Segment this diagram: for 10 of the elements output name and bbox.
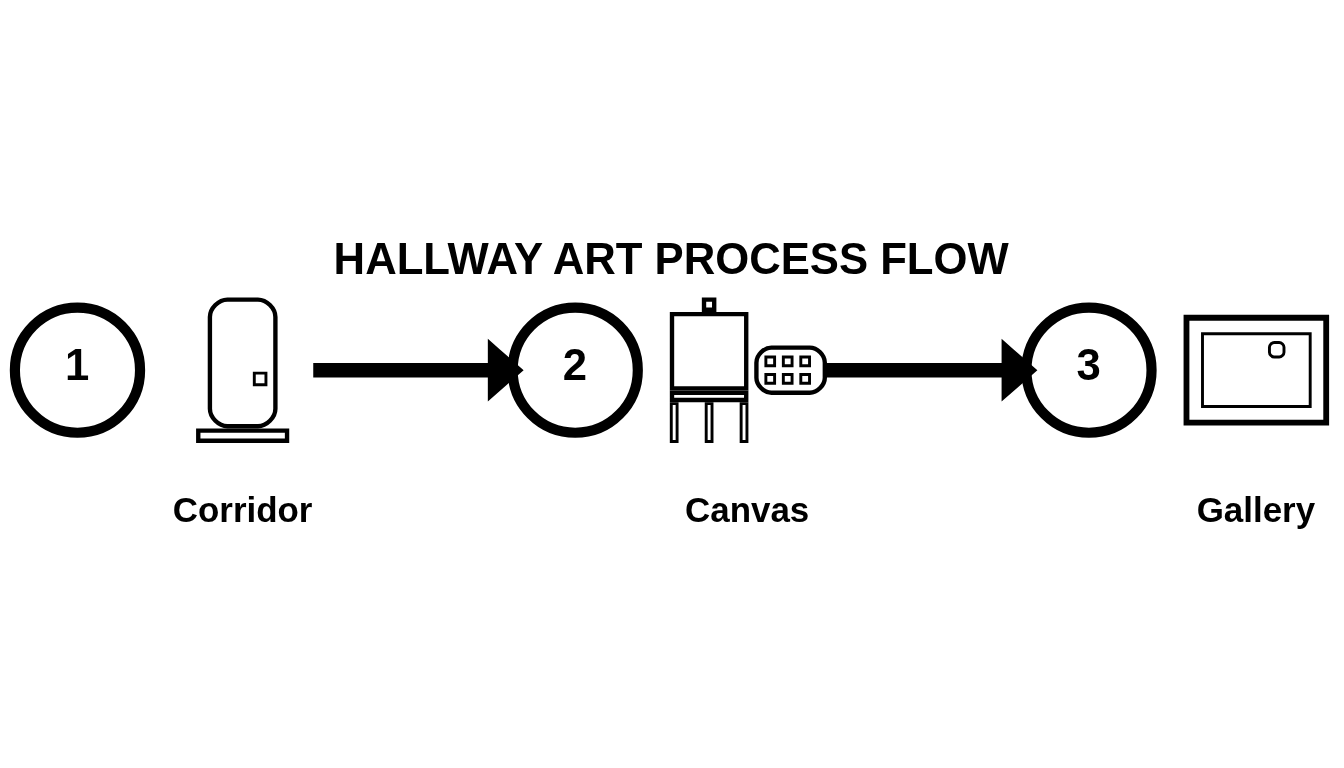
arrow bbox=[313, 338, 524, 402]
diagram-title: HALLWAY ART PROCESS FLOW bbox=[333, 234, 1009, 284]
node-label: Gallery bbox=[1196, 489, 1316, 529]
node-label: Corridor bbox=[172, 489, 313, 529]
arrow bbox=[827, 338, 1038, 402]
node-circle: 2 bbox=[507, 302, 643, 438]
node-circle: 1 bbox=[9, 302, 146, 438]
node-circle: 3 bbox=[1021, 302, 1157, 438]
node-picture bbox=[1183, 314, 1330, 426]
node-label: Canvas bbox=[685, 489, 810, 529]
